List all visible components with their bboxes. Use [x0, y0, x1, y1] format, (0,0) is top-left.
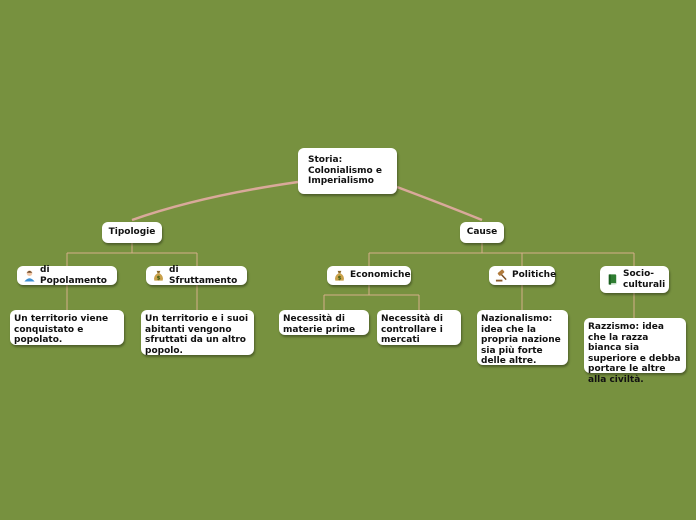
sfruttamento-text: Un territorio e i suoi abitanti vengono … [145, 314, 249, 356]
cause-label: Cause [466, 227, 498, 238]
link-economiche-leaves [323, 285, 420, 310]
svg-text:$: $ [157, 276, 161, 282]
politiche-leaf[interactable]: Nazionalismo: idea che la propria nazion… [477, 310, 568, 366]
money-bag-icon: $ [152, 269, 165, 282]
tipologie-node[interactable]: Tipologie [102, 222, 162, 243]
link-root-cause [396, 185, 483, 222]
economiche-leaf-materie[interactable]: Necessità di materie prime [279, 310, 369, 335]
cause-node[interactable]: Cause [460, 222, 504, 243]
root-title: Storia: Colonialismo e Imperialismo [308, 155, 382, 186]
person-icon [23, 269, 36, 282]
popolamento-label: di Popolamento [40, 265, 107, 286]
economiche-label: Economiche [350, 270, 411, 281]
economiche-item-mercati: Necessità di controllare i mercati [381, 314, 443, 345]
root-node[interactable]: Storia: Colonialismo e Imperialismo [298, 148, 397, 194]
link-root-tipologie [131, 180, 299, 222]
economiche-item-materie: Necessità di materie prime [283, 314, 356, 335]
gavel-icon [495, 269, 508, 282]
svg-text:$: $ [338, 276, 342, 282]
economiche-node[interactable]: $ Economiche [327, 266, 411, 285]
link-cause-subs [368, 243, 635, 266]
sfruttamento-label: di Sfruttamento [169, 265, 238, 286]
book-icon [606, 273, 619, 286]
sfruttamento-node[interactable]: $ di Sfruttamento [146, 265, 247, 286]
politiche-label: Politiche [512, 270, 557, 281]
link-tipologie-subs [66, 243, 198, 266]
socioculturali-node[interactable]: Socio-culturali [600, 266, 669, 293]
sfruttamento-leaf[interactable]: Un territorio e i suoi abitanti vengono … [141, 310, 254, 356]
socioculturali-label: Socio-culturali [623, 269, 666, 290]
popolamento-node[interactable]: di Popolamento [17, 265, 117, 286]
popolamento-text: Un territorio viene conquistato e popola… [14, 314, 109, 345]
economiche-leaf-mercati[interactable]: Necessità di controllare i mercati [377, 310, 461, 345]
socioculturali-leaf[interactable]: Razzismo: idea che la razza bianca sia s… [584, 318, 686, 385]
money-bag-icon: $ [333, 269, 346, 282]
popolamento-leaf[interactable]: Un territorio viene conquistato e popola… [10, 310, 124, 345]
socioculturali-text: Razzismo: idea che la razza bianca sia s… [588, 322, 681, 385]
politiche-node[interactable]: Politiche [489, 266, 557, 285]
tipologie-label: Tipologie [108, 227, 156, 238]
politiche-text: Nazionalismo: idea che la propria nazion… [481, 314, 561, 366]
